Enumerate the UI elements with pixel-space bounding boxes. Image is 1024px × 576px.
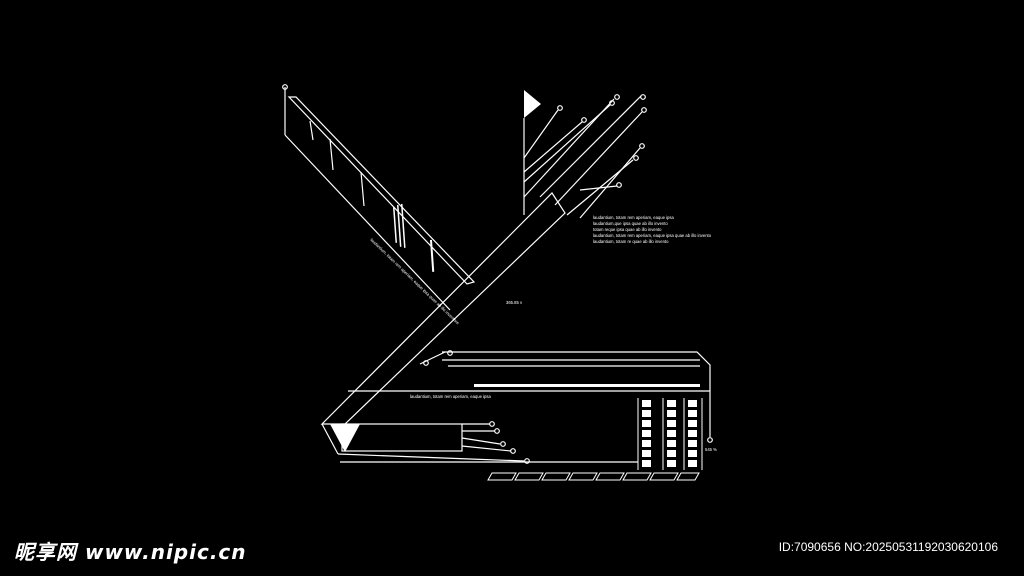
- bar-cell: [642, 440, 651, 447]
- small-readout: 365.85 v: [506, 300, 523, 305]
- base-leader-lines: [419, 350, 530, 464]
- bar-cell: [642, 450, 651, 457]
- bar-cell: [667, 400, 676, 407]
- stripe-1: [393, 206, 398, 243]
- base-caption: laudantium, totam rem aperiam, eaque ips…: [410, 394, 491, 399]
- bar-cell: [667, 460, 676, 467]
- stripe-2: [397, 204, 402, 247]
- bar-cell: [667, 440, 676, 447]
- base-tray: [340, 351, 713, 463]
- info-line-2: laudantium,que ipsa quae ab illo invento: [593, 221, 668, 226]
- bar-grid-frame: [637, 398, 703, 470]
- bar-cell: [688, 410, 697, 417]
- bar-cell: [688, 400, 697, 407]
- info-line-1: laudantium, totam rem aperiam, eaque ips…: [593, 215, 674, 220]
- triangle-marker-icon: [524, 90, 541, 118]
- stripe-4: [430, 239, 435, 272]
- trapezoid-row: [487, 472, 700, 481]
- info-line-5: laudantium, totam re quae ab illo invent…: [593, 239, 669, 244]
- bar-cell: [642, 410, 651, 417]
- stripe-3: [400, 203, 406, 248]
- accent-bar: [474, 384, 700, 387]
- bar-cell: [667, 410, 676, 417]
- bar-cell: [642, 460, 651, 467]
- chevron-fill: [330, 424, 360, 452]
- main-diagonal-beam: [320, 192, 566, 460]
- bar-cell: [688, 440, 697, 447]
- info-text-block: laudantium, totam rem aperiam, eaque ips…: [593, 215, 712, 244]
- bar-cell: [688, 430, 697, 437]
- bar-cell: [642, 420, 651, 427]
- upper-left-panel: [282, 84, 476, 311]
- bar-cell: [667, 450, 676, 457]
- info-line-3: totam reque ipsa quae ab illo invento: [593, 227, 662, 232]
- bar-cell: [688, 460, 697, 467]
- bar-grid: [642, 400, 697, 467]
- watermark-id: ID:7090656 NO:20250531192030620106: [778, 540, 998, 554]
- bar-cell: [688, 450, 697, 457]
- info-line-4: laudantium, totam rem aperiam, eaque ips…: [593, 233, 712, 238]
- watermark-logo: 昵享网 www.nipic.cn: [14, 540, 247, 564]
- side-readout: 545 %: [705, 447, 717, 452]
- diagonal-caption: laudantium, totam rem aperiam, eaque ips…: [369, 237, 461, 326]
- bar-cell: [667, 420, 676, 427]
- bar-cell: [667, 430, 676, 437]
- bar-cell: [688, 420, 697, 427]
- bar-cell: [642, 400, 651, 407]
- bar-cell: [642, 430, 651, 437]
- antenna-lines: [523, 94, 647, 219]
